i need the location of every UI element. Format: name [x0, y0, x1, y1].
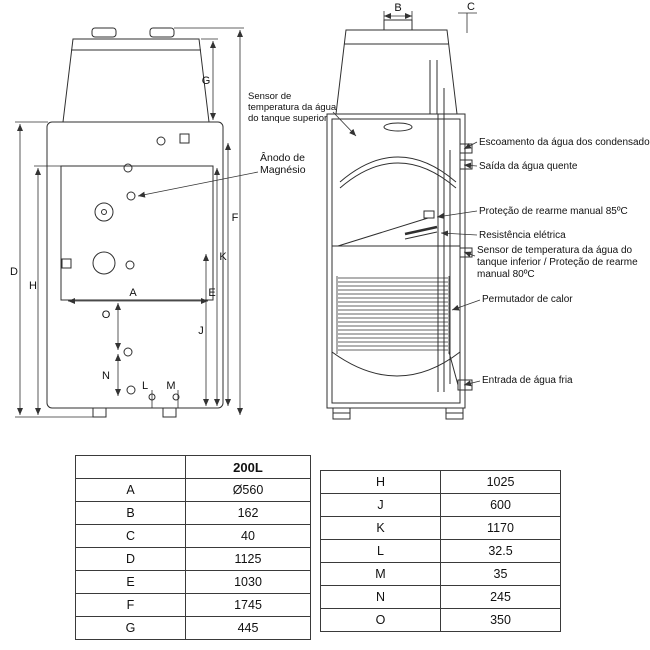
table-row: K 1170 — [320, 516, 561, 540]
dimension-letters-left-view: G D H F K E J A O N L M — [10, 75, 239, 392]
dim-cell: N — [320, 585, 441, 609]
dim-letter-F: F — [232, 212, 239, 224]
value-cell: 162 — [185, 501, 311, 525]
dim-cell: H — [320, 470, 441, 494]
section-feet — [333, 408, 463, 419]
dim-letter-M: M — [166, 380, 175, 392]
table-row: D 1125 — [75, 547, 311, 571]
dimensions-table-right: H 1025 J 600 K 1170 L 32.5 M 35 N 245 O … — [320, 470, 561, 632]
value-cell: 40 — [185, 524, 311, 548]
dim-cell: G — [75, 616, 186, 640]
dim-letter-D: D — [10, 266, 18, 278]
callout-sensor-tanque-superior: Sensor de temperatura da água do tanque … — [248, 91, 337, 125]
section-tank — [327, 114, 465, 408]
table-row: N 245 — [320, 585, 561, 609]
callout-escoamento-condensados: Escoamento da água dos condensados — [479, 137, 650, 148]
table-row: M 35 — [320, 562, 561, 586]
table-row: C 40 — [75, 524, 311, 548]
right-section-view: B C — [327, 1, 477, 419]
dim-letter-K: K — [219, 251, 227, 263]
dim-letter-N: N — [102, 370, 110, 382]
callout-sensor-tanque-inferior: Sensor de temperatura da água do tanque … — [477, 245, 638, 280]
value-cell: 35 — [440, 562, 561, 586]
table-row: E 1030 — [75, 570, 311, 594]
heat-pump-housing-outline — [63, 39, 209, 122]
dim-letter-J: J — [198, 325, 204, 337]
value-cell: 1030 — [185, 570, 311, 594]
table-row: F 1745 — [75, 593, 311, 617]
dim-letter-O: O — [102, 309, 111, 321]
dim-cell: B — [75, 501, 186, 525]
table-row: B 162 — [75, 501, 311, 525]
table-row: O 350 — [320, 608, 561, 632]
dimensions-table-left: 200L A Ø560 B 162 C 40 D 1125 E 1030 F 1… — [75, 455, 311, 640]
top-dimension-C — [458, 13, 477, 33]
value-cell: 1745 — [185, 593, 311, 617]
table-row: H 1025 — [320, 470, 561, 494]
callout-anodo-magnesio: Ânodo de Magnésio — [260, 152, 306, 177]
dim-cell: J — [320, 493, 441, 517]
callout-leader-lines — [138, 112, 480, 387]
empty-header-cell — [75, 455, 186, 479]
dim-letter-A: A — [129, 287, 137, 299]
dim-cell: F — [75, 593, 186, 617]
value-cell: Ø560 — [185, 478, 311, 502]
dimension-letters-right-view: B C — [394, 1, 475, 14]
heat-exchanger-coil — [337, 276, 449, 354]
table-header-row: 200L — [75, 455, 311, 479]
value-cell: 445 — [185, 616, 311, 640]
dim-cell: E — [75, 570, 186, 594]
electric-resistance-element — [405, 211, 437, 239]
dim-letter-C: C — [467, 1, 475, 13]
dim-letter-H: H — [29, 280, 37, 292]
dim-cell: O — [320, 608, 441, 632]
value-cell: 1025 — [440, 470, 561, 494]
dim-cell: K — [320, 516, 441, 540]
model-header-cell: 200L — [185, 455, 311, 479]
dim-cell: C — [75, 524, 186, 548]
left-external-view: G D H F K E J A O N L M — [10, 28, 244, 417]
dim-letter-G: G — [202, 75, 211, 87]
callout-entrada-agua-fria: Entrada de água fria — [482, 375, 573, 386]
table-row: G 445 — [75, 616, 311, 640]
value-cell: 600 — [440, 493, 561, 517]
value-cell: 1170 — [440, 516, 561, 540]
table-row: A Ø560 — [75, 478, 311, 502]
dim-letter-L: L — [142, 380, 148, 392]
dimension-lines-left-view — [15, 28, 244, 417]
top-vents — [92, 28, 174, 37]
dim-letter-E: E — [208, 287, 215, 299]
callout-permutador-calor: Permutador de calor — [482, 294, 573, 305]
table-row: J 600 — [320, 493, 561, 517]
dim-cell: L — [320, 539, 441, 563]
tank-outline — [47, 122, 223, 417]
table-row: L 32.5 — [320, 539, 561, 563]
value-cell: 245 — [440, 585, 561, 609]
tank-fittings — [62, 134, 189, 400]
callout-resistencia-eletrica: Resistência elétrica — [479, 230, 566, 241]
value-cell: 32.5 — [440, 539, 561, 563]
dim-letter-B: B — [394, 2, 401, 14]
callout-protecao-rearme-85: Proteção de rearme manual 85ºC — [479, 206, 628, 217]
callout-saida-agua-quente: Saída da água quente — [479, 161, 578, 172]
value-cell: 1125 — [185, 547, 311, 571]
section-housing — [336, 20, 457, 114]
dim-cell: A — [75, 478, 186, 502]
dim-cell: M — [320, 562, 441, 586]
value-cell: 350 — [440, 608, 561, 632]
dim-cell: D — [75, 547, 186, 571]
